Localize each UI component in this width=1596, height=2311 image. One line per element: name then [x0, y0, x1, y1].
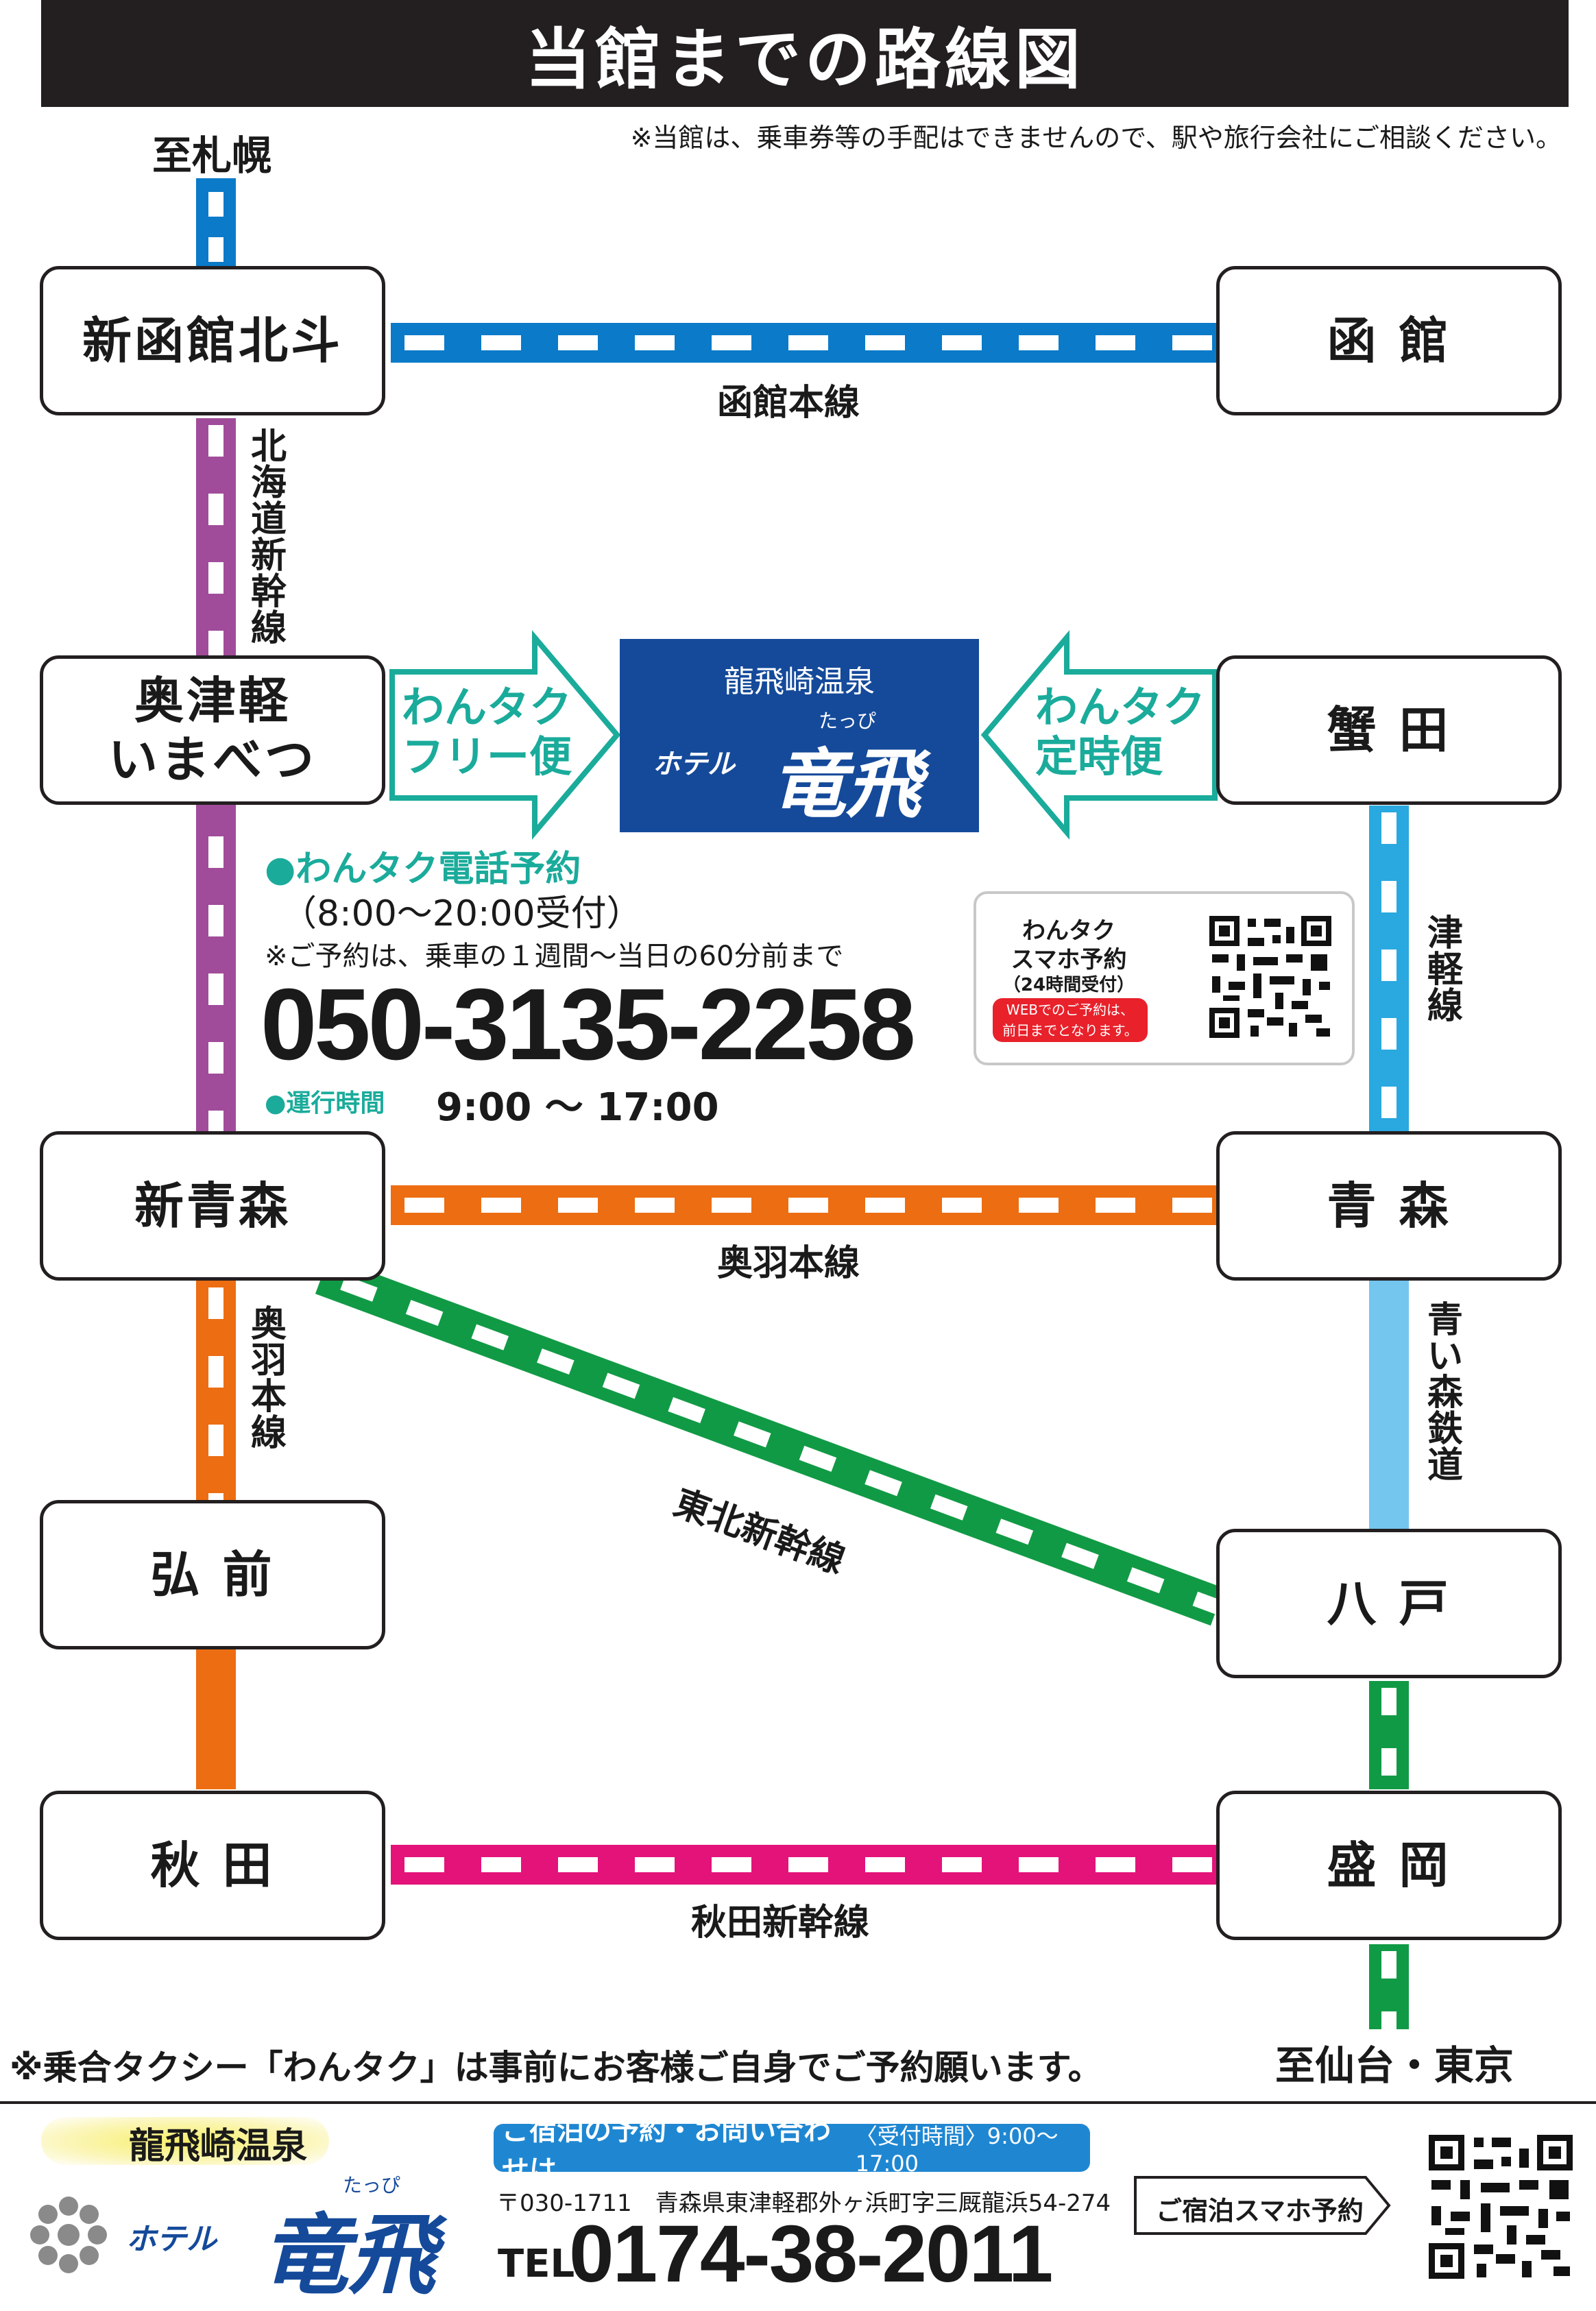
notice-bottom: ※乗合タクシー「わんタク」は事前にお客様ご自身でご予約願います。 [10, 2048, 1102, 2088]
phone-booking-heading: ●わんタク電話予約 [265, 849, 581, 890]
station-shin-aomori: 新青森 [40, 1131, 385, 1281]
wantaku-fixed-arrow [980, 630, 1218, 840]
smart-red-note: WEBでのご予約は、 前日までとなります。 [993, 998, 1148, 1042]
wantaku-free-label-1: わんタク [402, 682, 572, 732]
station-aomori: 青 森 [1216, 1131, 1562, 1281]
station-kanita: 蟹 田 [1216, 655, 1562, 805]
phone-booking-note: ※ご予約は、乗車の１週間～当日の60分前まで [265, 941, 844, 972]
station-shin-hakodate: 新函館北斗 [40, 266, 385, 415]
hotel-logo-box: 龍飛崎温泉 ホテル たっぴ 竜飛 [620, 639, 979, 832]
footer-name: 竜飛 [261, 2204, 437, 2307]
hotel-ruby: たっぴ [819, 710, 877, 732]
station-hirosaki: 弘 前 [40, 1500, 385, 1649]
station-okutsugaru: 奥津軽 いまべつ [40, 655, 385, 805]
footer-divider [0, 2101, 1596, 2104]
wantaku-fixed-label-2: 定時便 [1035, 731, 1163, 782]
wantaku-free-arrow [389, 630, 621, 840]
smart-red-note-2: 前日までとなります。 [1002, 1022, 1138, 1039]
smart-red-note-1: WEBでのご予約は、 [1006, 1002, 1135, 1018]
hotel-name: 竜飛 [771, 740, 921, 828]
station-hachinohe: 八 戸 [1216, 1529, 1562, 1678]
footer-onsen-highlight [41, 2117, 329, 2165]
footer-inquiry-bar: ご宿泊の予約・お問い合わせは 〈受付時間〉9:00～17:00 [494, 2115, 1090, 2186]
footer-tel[interactable]: 0174-38-2011 [569, 2209, 1053, 2299]
line-tohoku-shinkansen [315, 1256, 1409, 2029]
smart-line2: スマホ予約 [1011, 946, 1127, 973]
footer-smart-booking-button[interactable]: ご宿泊スマホ予約 [1133, 2175, 1393, 2236]
footer-inquiry: ご宿泊の予約・お問い合わせは [502, 2115, 831, 2186]
phone-booking-hours: （8:00～20:00受付） [281, 893, 642, 934]
footer-ruby: たっぴ [343, 2174, 401, 2197]
smartphone-booking-box[interactable]: わんタク スマホ予約 （24時間受付） WEBでのご予約は、 前日までとなります… [974, 891, 1355, 1065]
station-morioka: 盛 岡 [1216, 1791, 1562, 1940]
label-hakodate-main: 函館本線 [717, 383, 860, 424]
dest-north: 至札幌 [152, 132, 272, 179]
flower-logo-icon [30, 2197, 107, 2273]
footer-tel-prefix: TEL. [498, 2242, 590, 2286]
label-aoimori: 青い森鉄道 [1427, 1300, 1463, 1487]
label-akita-shinkansen: 秋田新幹線 [691, 1902, 870, 1944]
label-hokkaido-shinkansen: 北海道新幹線 [250, 426, 287, 650]
footer-prefix: ホテル [126, 2222, 217, 2257]
station-hakodate: 函 館 [1216, 266, 1562, 415]
dest-south: 至仙台・東京 [1275, 2042, 1514, 2089]
hotel-prefix: ホテル [653, 749, 735, 780]
smart-line3: （24時間受付） [1002, 975, 1135, 995]
label-tsugaru: 津軽線 [1427, 913, 1463, 1028]
notice-top: ※当館は、乗車券等の手配はできませんので、駅や旅行会社にご相談ください。 [630, 123, 1562, 153]
op-hours-label: ●運行時間 [265, 1089, 385, 1117]
wantaku-free-label-2: フリー便 [402, 731, 572, 782]
hotel-onsen: 龍飛崎温泉 [724, 664, 875, 699]
footer-smart-booking-frame [1134, 2176, 1391, 2235]
label-ou-main-v: 奥羽本線 [250, 1304, 287, 1455]
footer-address: 〒030-1711 青森県東津軽郡外ヶ浜町字三厩龍浜54-274 [496, 2190, 1111, 2217]
footer-smart-booking-label: ご宿泊スマホ予約 [1156, 2196, 1364, 2226]
wantaku-fixed-label-1: わんタク [1035, 682, 1206, 732]
smart-line1: わんタク [1022, 917, 1115, 945]
label-ou-main-h: 奥羽本線 [717, 1243, 860, 1284]
phone-number[interactable]: 050-3135-2258 [261, 968, 916, 1081]
hotel-qr-code[interactable] [1426, 2132, 1575, 2282]
wantaku-qr-code[interactable] [1207, 913, 1334, 1041]
footer-inquiry-hours: 〈受付時間〉9:00～17:00 [855, 2123, 1059, 2177]
station-akita: 秋 田 [40, 1791, 385, 1940]
footer-onsen: 龍飛崎温泉 [129, 2126, 308, 2167]
op-hours-value: 9:00 ～ 17:00 [436, 1085, 719, 1130]
page-title: 当館までの路線図 [41, 0, 1569, 107]
